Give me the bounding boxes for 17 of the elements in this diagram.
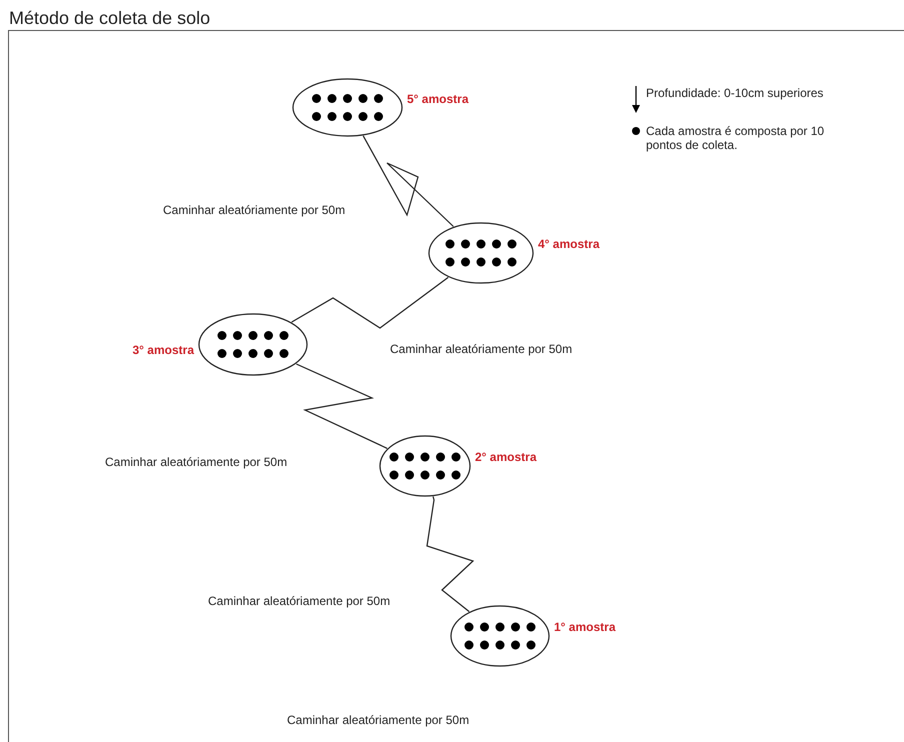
- walk-instruction: Caminhar aleatóriamente por 50m: [163, 202, 346, 219]
- diagram-title: Método de coleta de solo: [9, 7, 210, 30]
- zigzag-path-line: [296, 363, 388, 449]
- zigzag-path-line: [426, 496, 474, 612]
- sample-label: 1° amostra: [554, 619, 616, 636]
- legend-text: Profundidade: 0-10cm superiores: [646, 86, 824, 100]
- walk-instruction: Caminhar aleatóriamente por 50m: [208, 593, 390, 610]
- walk-instruction: Caminhar aleatóriamente por 50m: [287, 712, 470, 729]
- walk-instruction: Caminhar aleatóriamente por 50m: [105, 454, 288, 471]
- walk-instruction: Caminhar aleatóriamente por 50m: [390, 341, 572, 358]
- sample-label: 3° amostra: [132, 342, 194, 358]
- legend-text: Cada amostra é composta por 10 pontos de coleta.: [646, 124, 826, 152]
- zigzag-path-line: [291, 276, 449, 329]
- zigzag-path-line: [362, 136, 454, 227]
- sample-label: 5° amostra: [407, 90, 468, 108]
- sample-label: 2° amostra: [475, 449, 536, 466]
- sample-label: 4° amostra: [538, 236, 600, 253]
